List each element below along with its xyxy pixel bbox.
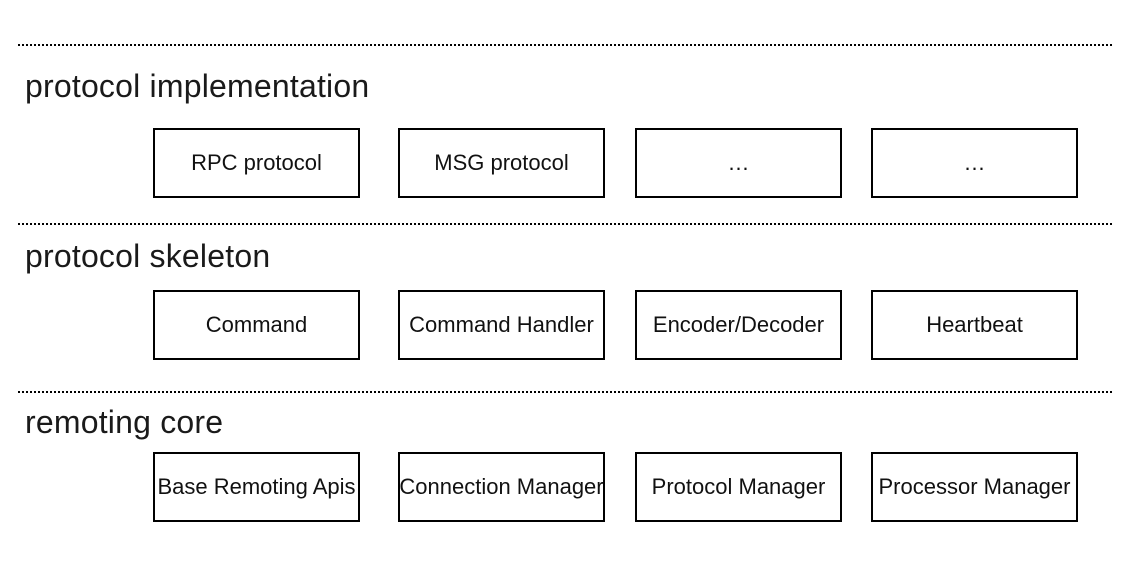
component-box-command: Command <box>153 290 360 360</box>
component-label: Command Handler <box>409 312 594 337</box>
component-box-encoder-decoder: Encoder/Decoder <box>635 290 842 360</box>
component-box-rpc-protocol: RPC protocol <box>153 128 360 198</box>
component-box-heartbeat: Heartbeat <box>871 290 1078 360</box>
component-box-base-remoting-apis: Base Remoting Apis <box>153 452 360 522</box>
layer-title-remoting-core: remoting core <box>25 404 224 440</box>
component-box-protocol-manager: Protocol Manager <box>635 452 842 522</box>
component-label: … <box>963 150 986 175</box>
component-box-msg-protocol: MSG protocol <box>398 128 605 198</box>
layer-title-protocol-skeleton: protocol skeleton <box>25 238 271 274</box>
component-label: Processor Manager <box>878 474 1071 499</box>
component-label: Connection Manager <box>399 474 604 499</box>
component-label: … <box>727 150 750 175</box>
component-label: Base Remoting Apis <box>157 474 356 499</box>
component-box-ellipsis-1: … <box>635 128 842 198</box>
layer-divider-top <box>18 44 1112 46</box>
component-box-processor-manager: Processor Manager <box>871 452 1078 522</box>
component-box-ellipsis-2: … <box>871 128 1078 198</box>
component-label: RPC protocol <box>191 150 322 175</box>
component-label: Encoder/Decoder <box>652 312 825 337</box>
component-label: Command <box>205 312 308 337</box>
layer-title-protocol-implementation: protocol implementation <box>25 68 370 104</box>
component-box-command-handler: Command Handler <box>398 290 605 360</box>
component-label: MSG protocol <box>434 150 569 175</box>
component-label: Heartbeat <box>926 312 1023 337</box>
layer-divider-bottom <box>18 391 1112 393</box>
component-box-connection-manager: Connection Manager <box>398 452 605 522</box>
layer-divider-middle <box>18 223 1112 225</box>
component-label: Protocol Manager <box>651 474 826 499</box>
